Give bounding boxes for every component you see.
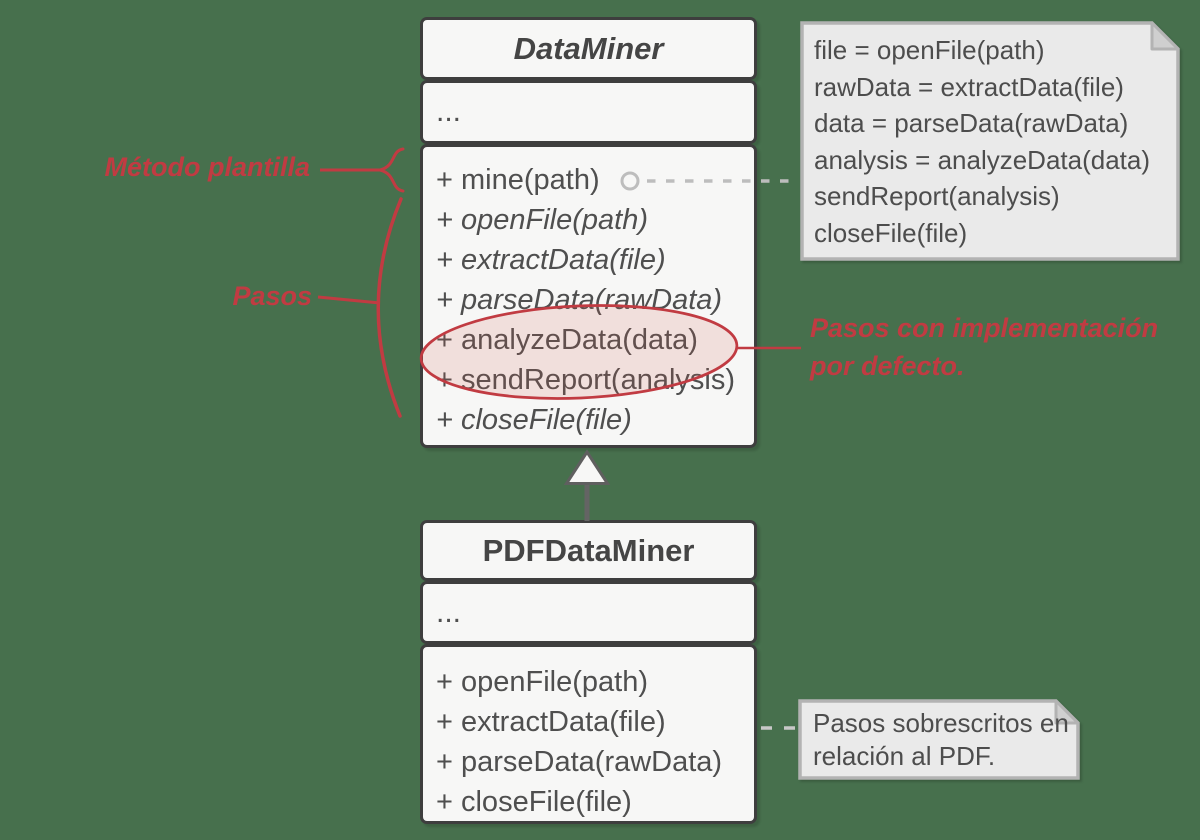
method-mine: + mine(path) <box>436 164 600 196</box>
pseudocode-line: rawData = extractData(file) <box>814 71 1124 102</box>
steps-label: Pasos <box>232 281 312 311</box>
note-fold-corner-icon <box>1150 21 1180 51</box>
note-body <box>800 21 1180 261</box>
overridden-text: Pasos sobrescritos en relación al PDF. <box>798 699 1080 773</box>
note-shape <box>800 21 1180 261</box>
method-closefile: + closeFile(file) <box>436 404 632 436</box>
method-extractdata: + extractData(file) <box>436 244 666 276</box>
method-pdf-parsedata: + parseData(rawData) <box>436 746 723 778</box>
note-shape <box>798 699 1080 780</box>
inheritance-triangle-icon <box>563 449 611 485</box>
pseudocode-text: file = openFile(path) rawData = extractD… <box>800 21 1180 251</box>
pdfdataminer-methods-box: + openFile(path) + extractData(file) + p… <box>420 644 757 824</box>
overridden-line: relación al PDF. <box>813 741 996 771</box>
default-implementation-line: Pasos con implementación <box>810 313 1159 343</box>
steps-pointer-line <box>317 295 381 305</box>
method-pdf-extractdata: + extractData(file) <box>436 706 666 738</box>
pdfdataminer-fields-box: ... <box>420 581 757 644</box>
dataminer-methods-box: + mine(path) + openFile(path) + extractD… <box>420 144 757 448</box>
pseudocode-line: analysis = analyzeData(data) <box>814 144 1151 175</box>
note-fold-corner-icon <box>1054 699 1080 725</box>
pseudocode-line: file = openFile(path) <box>814 35 1045 65</box>
default-implementation-line: por defecto. <box>810 351 965 381</box>
method-analyzedata: + analyzeData(data) <box>436 324 698 356</box>
method-parsedata: + parseData(rawData) <box>436 284 723 316</box>
overridden-note: Pasos sobrescritos en relación al PDF. <box>798 699 1080 780</box>
dataminer-fields-box: ... <box>420 80 757 144</box>
pdfdataminer-title: PDFDataMiner <box>482 532 695 568</box>
note-body <box>798 699 1080 780</box>
pseudocode-line: closeFile(file) <box>814 217 968 248</box>
default-implementation-label: Pasos con implementación por defecto. <box>810 309 1159 385</box>
method-sendreport: + sendReport(analysis) <box>436 364 736 396</box>
steps-brace-icon <box>376 197 403 418</box>
template-method-brace-icon <box>379 147 405 193</box>
pseudocode-line: sendReport(analysis) <box>814 181 1060 211</box>
method-pdf-closefile: + closeFile(file) <box>436 786 632 818</box>
dataminer-title: DataMiner <box>513 30 664 66</box>
template-method-label: Método plantilla <box>104 152 311 182</box>
overridden-line: Pasos sobrescritos en <box>813 708 1069 738</box>
method-pdf-openfile: + openFile(path) <box>436 666 648 698</box>
dataminer-ellipsis: ... <box>436 95 462 128</box>
pseudocode-line: data = parseData(rawData) <box>814 108 1129 138</box>
dataminer-title-box: DataMiner <box>420 17 757 80</box>
method-openfile: + openFile(path) <box>436 204 648 236</box>
pdfdataminer-title-box: PDFDataMiner <box>420 520 757 581</box>
pseudocode-note: file = openFile(path) rawData = extractD… <box>800 21 1180 261</box>
pdfdataminer-ellipsis: ... <box>436 595 462 629</box>
